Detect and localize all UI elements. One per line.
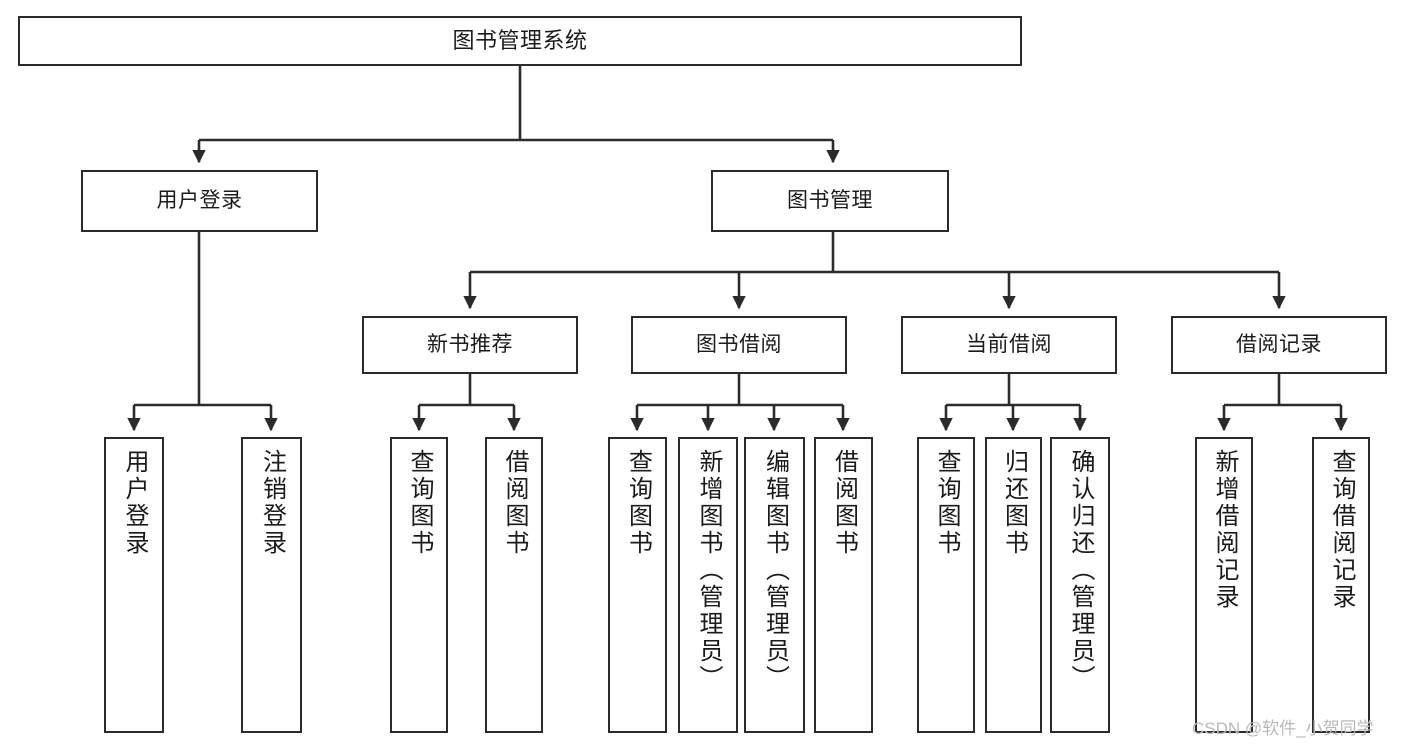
leaf-book-borrow-add-label: 新增图书（管理员） [695, 449, 722, 692]
node-book-management-label: 图书管理 [787, 188, 873, 212]
node-root-label: 图书管理系统 [452, 28, 588, 54]
leaf-current-borrow-query[interactable]: 查询图书 [917, 437, 975, 733]
leaf-book-borrow-query-label: 查询图书 [624, 449, 652, 557]
leaf-book-borrow-borrow[interactable]: 借阅图书 [814, 437, 873, 733]
leaf-new-book-query-label: 查询图书 [406, 449, 433, 557]
leaf-user-login-login-label: 用户登录 [121, 449, 148, 557]
leaf-borrow-record-query[interactable]: 查询借阅记录 [1312, 437, 1370, 733]
leaf-new-book-borrow-label: 借阅图书 [501, 449, 528, 557]
node-root[interactable]: 图书管理系统 [18, 16, 1022, 66]
leaf-current-borrow-query-label: 查询图书 [933, 449, 960, 557]
node-new-book-recommend[interactable]: 新书推荐 [362, 316, 578, 374]
leaf-new-book-borrow[interactable]: 借阅图书 [485, 437, 543, 733]
node-user-login[interactable]: 用户登录 [81, 170, 318, 232]
leaf-book-borrow-edit[interactable]: 编辑图书（管理员） [744, 437, 805, 733]
leaf-book-borrow-query[interactable]: 查询图书 [608, 437, 667, 733]
leaf-borrow-record-add-label: 新增借阅记录 [1211, 449, 1238, 611]
leaf-book-borrow-borrow-label: 借阅图书 [830, 449, 858, 557]
leaf-current-borrow-confirm-label: 确认归还（管理员） [1067, 449, 1094, 692]
leaf-current-borrow-confirm[interactable]: 确认归还（管理员） [1050, 437, 1110, 733]
node-book-management[interactable]: 图书管理 [711, 170, 949, 232]
leaf-current-borrow-return-label: 归还图书 [1000, 449, 1028, 557]
node-borrow-record[interactable]: 借阅记录 [1171, 316, 1387, 374]
leaf-book-borrow-edit-label: 编辑图书（管理员） [761, 449, 789, 692]
leaf-user-login-logout-label: 注销登录 [258, 449, 286, 557]
leaf-user-login-logout[interactable]: 注销登录 [241, 437, 302, 733]
leaf-borrow-record-query-label: 查询借阅记录 [1328, 449, 1355, 611]
leaf-new-book-query[interactable]: 查询图书 [390, 437, 448, 733]
node-borrow-record-label: 借阅记录 [1236, 332, 1322, 356]
leaf-user-login-login[interactable]: 用户登录 [104, 437, 164, 733]
leaf-borrow-record-add[interactable]: 新增借阅记录 [1195, 437, 1253, 733]
csdn-watermark: CSDN @软件_小贺同学 [1192, 719, 1374, 738]
leaf-current-borrow-return[interactable]: 归还图书 [985, 437, 1042, 733]
node-book-borrow[interactable]: 图书借阅 [631, 316, 847, 374]
node-current-borrow-label: 当前借阅 [966, 332, 1052, 356]
node-current-borrow[interactable]: 当前借阅 [901, 316, 1117, 374]
node-user-login-label: 用户登录 [156, 188, 243, 212]
leaf-book-borrow-add[interactable]: 新增图书（管理员） [678, 437, 738, 733]
node-book-borrow-label: 图书借阅 [696, 332, 782, 356]
node-new-book-recommend-label: 新书推荐 [427, 332, 513, 356]
